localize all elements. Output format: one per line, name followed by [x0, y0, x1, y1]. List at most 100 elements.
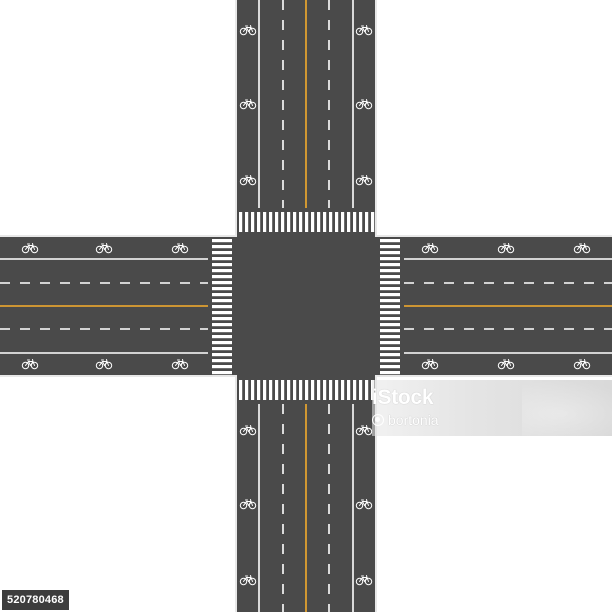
crosswalk-stripe	[287, 212, 291, 232]
crosswalk-stripe	[269, 212, 273, 232]
bicycle-icon-part	[359, 99, 369, 107]
crosswalk-stripe	[380, 239, 400, 243]
crosswalk-stripe	[317, 212, 321, 232]
crosswalk-stripe	[380, 371, 400, 375]
crosswalk-stripe	[212, 347, 232, 351]
crosswalk-stripe	[212, 371, 232, 375]
crosswalk-stripe	[335, 380, 339, 400]
crosswalk-stripe	[380, 299, 400, 303]
crosswalk-stripe	[335, 212, 339, 232]
bicycle-icon-part	[425, 359, 435, 367]
bicycle-icon-part	[175, 359, 185, 367]
crosswalk-stripe	[281, 380, 285, 400]
bicycle-icon	[355, 575, 373, 586]
crosswalk-stripe	[347, 212, 351, 232]
crosswalk-stripe	[380, 359, 400, 363]
crosswalk-stripe	[380, 347, 400, 351]
crosswalk-stripe	[323, 212, 327, 232]
crosswalk-stripe	[293, 380, 297, 400]
bicycle-icon	[355, 425, 373, 436]
bicycle-icon-part	[25, 359, 35, 367]
crosswalk-stripe	[341, 380, 345, 400]
crosswalk-stripe	[245, 212, 249, 232]
bicycle-icon-part	[248, 177, 257, 186]
crosswalk-stripe	[257, 380, 261, 400]
crosswalk-stripe	[380, 341, 400, 345]
crosswalk-stripe	[212, 311, 232, 315]
bicycle-icon-part	[239, 427, 248, 436]
crosswalk-stripe	[380, 257, 400, 261]
crosswalk-stripe	[329, 380, 333, 400]
lane-markings-west	[0, 258, 208, 354]
crosswalk-stripe	[212, 335, 232, 339]
crosswalk-stripe	[212, 293, 232, 297]
bicycle-icon-part	[577, 359, 587, 367]
bicycle-icon-part	[180, 245, 189, 254]
crosswalk-stripe	[365, 380, 369, 400]
bicycle-icon	[21, 359, 39, 370]
bicycle-icon-part	[421, 245, 430, 254]
bicycle-icon-part	[243, 499, 253, 507]
crosswalk-stripe	[311, 380, 315, 400]
bicycle-icon-part	[243, 175, 253, 183]
crosswalk-stripe	[380, 305, 400, 309]
bicycle-icon-part	[506, 361, 515, 370]
crosswalk-stripe	[311, 212, 315, 232]
bicycle-icon	[573, 359, 591, 370]
bicycle-icon-part	[355, 577, 364, 586]
bicycle-icon-part	[25, 243, 35, 251]
bicycle-icon-part	[497, 245, 506, 254]
bicycle-icon	[239, 575, 257, 586]
bicycle-icon	[497, 243, 515, 254]
crosswalk-stripe	[293, 212, 297, 232]
bicycle-icon-part	[425, 243, 435, 251]
crosswalk-stripe	[212, 305, 232, 309]
crosswalk-stripe	[263, 380, 267, 400]
crosswalk-stripe	[251, 380, 255, 400]
crosswalk-stripe	[380, 311, 400, 315]
crosswalk-stripe	[212, 251, 232, 255]
bicycle-icon-part	[171, 361, 180, 370]
crosswalk-stripe	[269, 380, 273, 400]
crosswalk-stripe	[365, 212, 369, 232]
crosswalk-stripe	[281, 212, 285, 232]
crosswalk-stripe	[212, 263, 232, 267]
crosswalk-stripe	[305, 212, 309, 232]
bicycle-icon-part	[582, 361, 591, 370]
crosswalk-stripe	[212, 257, 232, 261]
bicycle-icon-part	[30, 245, 39, 254]
bicycle-icon-part	[180, 361, 189, 370]
bicycle-icon-part	[364, 427, 373, 436]
bicycle-icon-part	[243, 425, 253, 433]
crosswalk-stripe	[380, 293, 400, 297]
credit-icon	[372, 414, 384, 426]
bicycle-icon-part	[359, 25, 369, 33]
bicycle-icon-part	[243, 575, 253, 583]
crosswalk-stripe	[275, 212, 279, 232]
bicycle-icon-part	[248, 427, 257, 436]
bicycle-icon-part	[364, 501, 373, 510]
crosswalk-stripe	[275, 380, 279, 400]
crosswalk-stripe	[353, 212, 357, 232]
bicycle-icon	[355, 99, 373, 110]
bicycle-icon-part	[430, 361, 439, 370]
crosswalk-stripe	[239, 212, 243, 232]
bicycle-icon	[355, 25, 373, 36]
bicycle-icon-part	[99, 243, 109, 251]
crosswalk-stripe	[380, 287, 400, 291]
bicycle-icon-part	[355, 177, 364, 186]
bicycle-icon-part	[248, 501, 257, 510]
bicycle-icon-part	[359, 175, 369, 183]
bicycle-icon	[239, 499, 257, 510]
crosswalk-stripe	[359, 212, 363, 232]
crosswalk-stripe	[380, 269, 400, 273]
crosswalk-west	[212, 239, 232, 375]
bicycle-icon	[355, 499, 373, 510]
crosswalk-stripe	[380, 281, 400, 285]
crosswalk-stripe	[323, 380, 327, 400]
image-id-badge: 520780468	[2, 590, 69, 610]
bicycle-icon	[573, 243, 591, 254]
crosswalk-stripe	[212, 299, 232, 303]
bicycle-icon-part	[573, 245, 582, 254]
